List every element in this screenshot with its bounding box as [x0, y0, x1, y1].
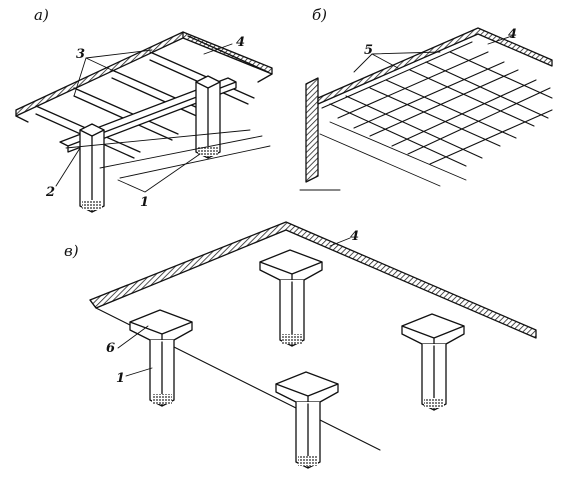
panel-a-slab-edge — [15, 31, 273, 117]
panel-b-coffered-slab — [299, 27, 553, 191]
panel-c-column-front — [275, 371, 339, 469]
panel-b-label-5: 5 — [364, 43, 373, 58]
panel-a-label-1: 1 — [140, 195, 149, 210]
panel-b-coffer-grid — [321, 41, 553, 167]
panel-a-label: а) — [34, 6, 49, 24]
panel-b-label-4: 4 — [508, 27, 517, 42]
panel-c-column-right — [401, 313, 465, 411]
panel-c-column-back — [259, 249, 323, 347]
panel-c-column-left — [129, 309, 193, 407]
panel-c-label-6: 6 — [106, 341, 115, 356]
panel-a-label-2: 2 — [45, 185, 55, 200]
panel-b-slab-edge — [317, 27, 553, 105]
panel-b-label: б) — [312, 6, 327, 24]
panel-c-label: в) — [64, 242, 79, 260]
panel-b-wall — [305, 77, 319, 183]
panel-c-flat-slab — [89, 221, 537, 469]
panel-c-label-1: 1 — [116, 371, 125, 386]
panel-a-label-4: 4 — [236, 35, 245, 50]
panel-b-leaders — [353, 35, 513, 73]
panel-c-label-4: 4 — [350, 229, 359, 244]
panel-a-ribbed-slab — [15, 31, 273, 213]
panel-a-leaders — [55, 43, 233, 193]
panel-a-column-right — [195, 75, 221, 159]
panel-c-leaders — [117, 237, 351, 377]
panel-a-label-3: 3 — [76, 47, 85, 62]
